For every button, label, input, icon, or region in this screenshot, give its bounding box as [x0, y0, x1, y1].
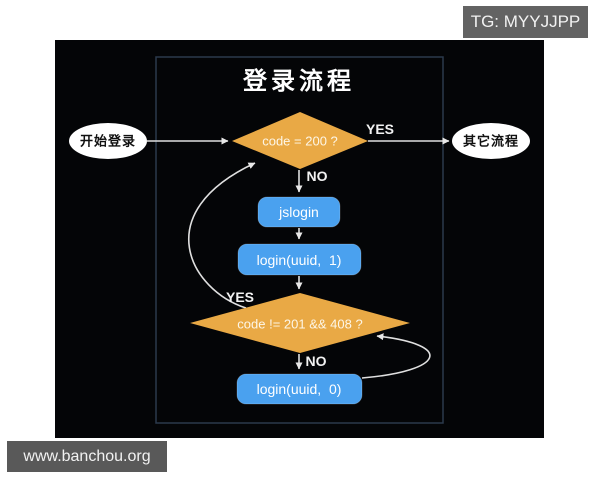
other-node-label: 其它流程: [462, 133, 520, 149]
start-node-label: 开始登录: [79, 133, 137, 149]
edge-label-yes-2: YES: [225, 289, 255, 305]
flowchart-canvas: [55, 40, 544, 438]
login0-node-label: login(uuid, 0): [256, 381, 342, 397]
edge-label-no-2: NO: [305, 353, 327, 369]
website-watermark-badge: www.banchou.org: [7, 441, 167, 472]
telegram-watermark-badge: TG: MYYJJPP: [463, 6, 588, 38]
decision1-node-label: code = 200 ?: [262, 133, 338, 149]
edge-label-no-1: NO: [306, 168, 328, 184]
edge-label-yes-1: YES: [365, 121, 395, 137]
jslogin-node-label: jslogin: [279, 204, 319, 220]
decision2-node-label: code != 201 && 408 ?: [237, 316, 363, 332]
login1-node-label: login(uuid, 1): [256, 252, 342, 268]
diagram-title: 登录流程: [243, 68, 355, 95]
